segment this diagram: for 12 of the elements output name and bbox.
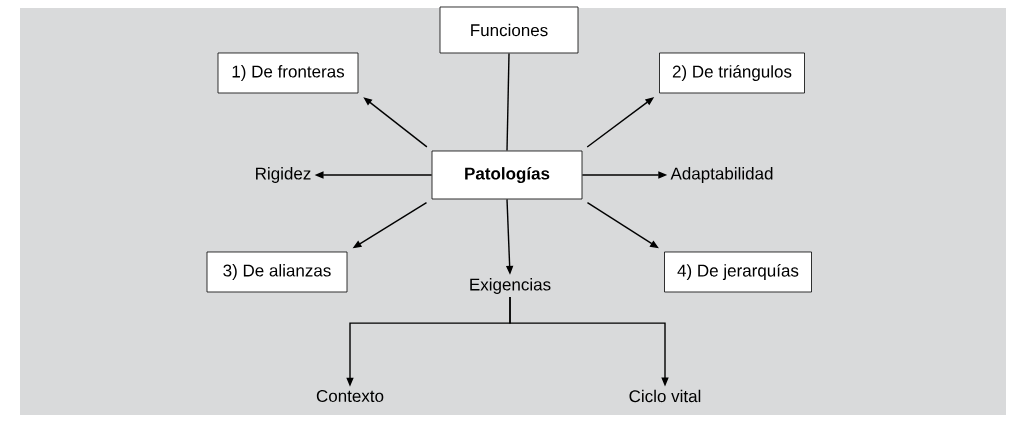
label-box: 3) De alianzas (206, 251, 348, 293)
label-text: Exigencias (470, 278, 551, 294)
label-text: Contexto (316, 389, 384, 402)
arrow (363, 97, 428, 148)
label-box: Funciones (439, 6, 579, 54)
label-box: Patologías (431, 150, 583, 200)
label-box: 1) De fronteras (217, 52, 359, 94)
label-box: 4) De jerarquías (664, 251, 812, 293)
label-text: Rigidez (256, 167, 311, 183)
label-text: Ciclo vital (629, 389, 701, 403)
label-box: 2) De triángulos (659, 52, 805, 94)
label-text: Adaptabilidad (670, 167, 773, 183)
